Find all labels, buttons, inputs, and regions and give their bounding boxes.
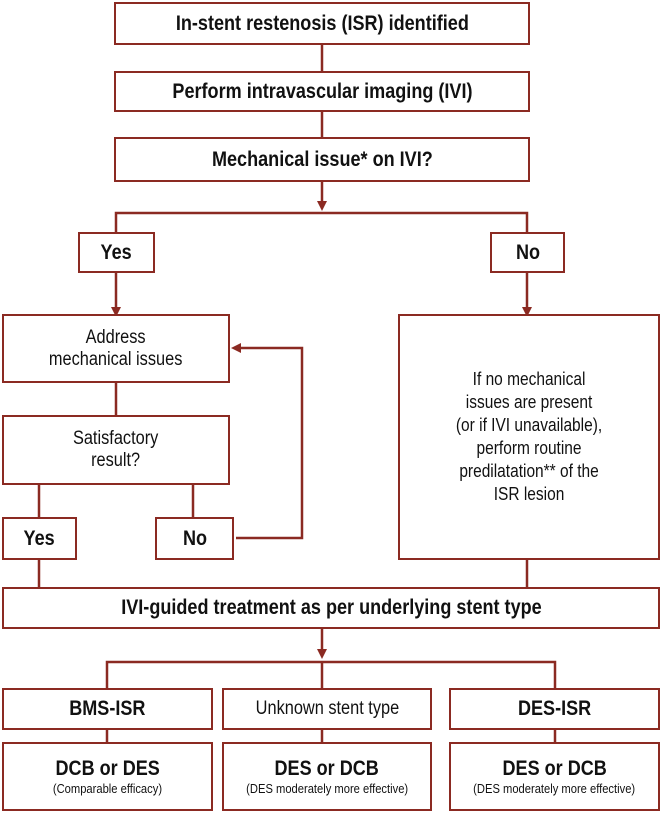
bms-therapy-box: DCB or DES (Comparable efficacy) (2, 742, 213, 811)
no-issue-text: If no mechanical issues are present (or … (456, 368, 602, 506)
des-isr-box: DES-ISR (449, 688, 660, 730)
des-therapy-text: DES or DCB (502, 757, 607, 780)
yes-text: Yes (100, 240, 133, 264)
satisfactory-text: Satisfactory result? (73, 428, 158, 472)
unknown-therapy-box: DES or DCB (DES moderately more effectiv… (222, 742, 432, 811)
no-issue-line-4: perform routine (476, 438, 582, 458)
no-text: No (515, 240, 540, 264)
start-text: In-stent restenosis (ISR) identified (175, 11, 469, 35)
start-box: In-stent restenosis (ISR) identified (114, 2, 530, 45)
address-line-1: Address (86, 326, 146, 348)
address-line-2: mechanical issues (49, 348, 183, 370)
connector-split (114, 211, 529, 232)
no-issue-line-2: issues are present (465, 392, 593, 412)
treatment-box: IVI-guided treatment as per underlying s… (2, 587, 660, 629)
unknown-stent-text: Unknown stent type (255, 698, 399, 719)
imaging-text: Perform intravascular imaging (IVI) (171, 79, 473, 103)
satisfactory-box: Satisfactory result? (2, 415, 230, 485)
unknown-stent-box: Unknown stent type (222, 688, 432, 730)
sat-no-box: No (155, 517, 234, 560)
bms-isr-box: BMS-ISR (2, 688, 213, 730)
unknown-therapy-text: DES or DCB (274, 757, 380, 780)
no-issue-line-6: ISR lesion (493, 484, 565, 504)
des-isr-text: DES-ISR (517, 697, 592, 720)
bms-isr-text: BMS-ISR (69, 697, 146, 720)
sat-yes-box: Yes (2, 517, 77, 560)
no-issue-box: If no mechanical issues are present (or … (398, 314, 660, 560)
connector-stent-split (105, 660, 557, 688)
question-box: Mechanical issue* on IVI? (114, 137, 530, 182)
satisfactory-line-2: result? (91, 450, 141, 471)
question-text: Mechanical issue* on IVI? (211, 147, 433, 171)
connector-no-loop (231, 343, 304, 540)
no-box: No (490, 232, 565, 273)
no-issue-line-3: (or if IVI unavailable), (455, 415, 603, 435)
unknown-therapy-note: (DES moderately more effective) (246, 781, 408, 796)
address-text: Address mechanical issues (49, 327, 183, 371)
bms-therapy-text: DCB or DES (55, 757, 160, 780)
yes-box: Yes (78, 232, 155, 273)
no-issue-line-5: predilatation** of the (459, 461, 599, 481)
des-therapy-box: DES or DCB (DES moderately more effectiv… (449, 742, 660, 811)
imaging-box: Perform intravascular imaging (IVI) (114, 71, 530, 112)
no-issue-line-1: If no mechanical (472, 369, 586, 389)
treatment-text: IVI-guided treatment as per underlying s… (120, 596, 542, 619)
sat-no-text: No (182, 526, 207, 550)
des-therapy-note: (DES moderately more effective) (473, 781, 636, 796)
satisfactory-line-1: Satisfactory (73, 428, 159, 449)
sat-yes-text: Yes (23, 526, 56, 550)
address-box: Address mechanical issues (2, 314, 230, 383)
bms-therapy-note: (Comparable efficacy) (52, 781, 163, 796)
